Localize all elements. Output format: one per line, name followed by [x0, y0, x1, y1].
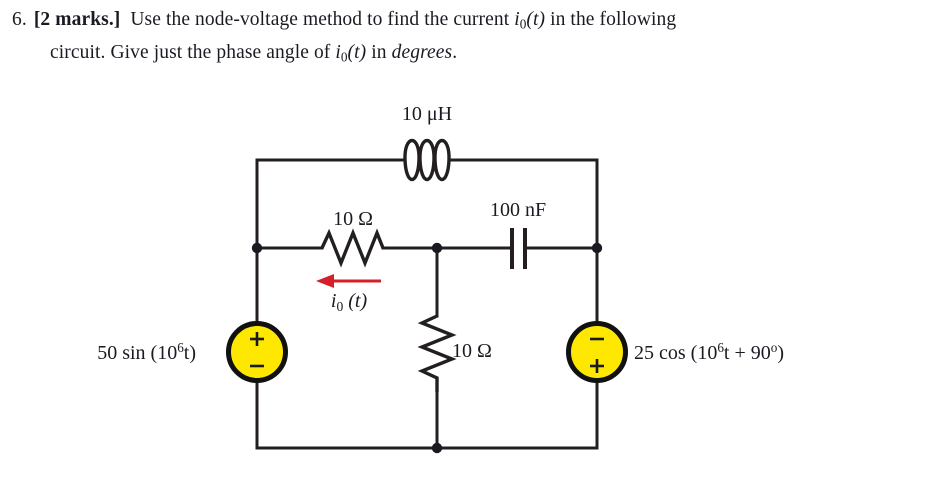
- source-right-prefix: 25 cos (10: [634, 341, 718, 364]
- question-line-2-end: .: [452, 41, 458, 63]
- question-line-1: 6. [2 marks.] Use the node-voltage method…: [8, 6, 937, 39]
- current-symbol-sub: 0: [519, 16, 527, 32]
- current-symbol-inline-1: i0(t): [514, 9, 546, 32]
- current-arrow-head: [316, 274, 334, 288]
- question-number: 6.: [12, 9, 27, 30]
- source-right-polarity: [590, 337, 604, 373]
- source-right-label: 25 cos (106t + 90o): [634, 341, 784, 363]
- question-line-1-text-after: in the following: [550, 9, 677, 30]
- current-arrow-label-arg: (t): [348, 290, 368, 312]
- source-right-mid: t + 90: [723, 341, 771, 364]
- current-arrow-label: i0 (t): [331, 291, 367, 313]
- source-right-exponent: 6: [717, 340, 724, 355]
- current-symbol-base-2: i: [335, 41, 341, 63]
- resistor-horizontal-zigzag: [320, 228, 385, 268]
- current-arrow-label-base: i: [330, 290, 337, 312]
- current-arrow-label-sub: 0: [336, 298, 344, 314]
- source-right-degree: o: [770, 340, 778, 355]
- node-dots: [251, 242, 603, 454]
- node-dot-right: [591, 242, 603, 254]
- node-dot-middle: [431, 242, 443, 254]
- current-symbol-sub-2: 0: [340, 49, 348, 65]
- source-right-suffix: ): [777, 341, 785, 364]
- node-dot-bottom: [431, 442, 443, 454]
- node-dot-left: [251, 242, 263, 254]
- inductor-coil: [403, 139, 451, 181]
- source-left-exponent: 6: [177, 340, 184, 355]
- question-marks: [2 marks.]: [33, 9, 121, 30]
- question-line-2-mid: in: [371, 41, 387, 63]
- question-line-2-text: circuit. Give just the phase angle of: [50, 41, 331, 63]
- resistor-vertical-zigzag: [417, 314, 457, 392]
- question-line-1-text-before: [120, 9, 130, 30]
- resistor-vertical-label: 10 Ω: [452, 340, 492, 362]
- current-symbol-inline-2: i0(t): [335, 41, 367, 65]
- question-line-1-text: Use the node-voltage method to find the …: [130, 9, 510, 30]
- resistor-horizontal-label: 10 Ω: [333, 208, 373, 230]
- inductor-label: 10 μH: [401, 103, 453, 125]
- question-block: 6. [2 marks.] Use the node-voltage method…: [0, 0, 945, 71]
- capacitor-label: 100 nF: [489, 199, 547, 221]
- source-left-prefix: 50 sin (10: [97, 341, 178, 364]
- source-left-label: 50 sin (106t): [97, 341, 196, 363]
- question-line-2: circuit. Give just the phase angle of i0…: [8, 39, 937, 72]
- source-left-suffix: t): [183, 341, 196, 364]
- voltage-source-right-symbol: [566, 321, 628, 383]
- voltage-source-left-symbol: [226, 321, 288, 383]
- current-symbol-arg-2: (t): [347, 41, 367, 63]
- current-symbol-arg: (t): [526, 9, 546, 30]
- source-left-polarity: [250, 332, 264, 368]
- current-symbol-base: i: [514, 9, 520, 30]
- question-line-2-emph: degrees: [391, 41, 453, 63]
- capacitor-plates: [510, 228, 527, 269]
